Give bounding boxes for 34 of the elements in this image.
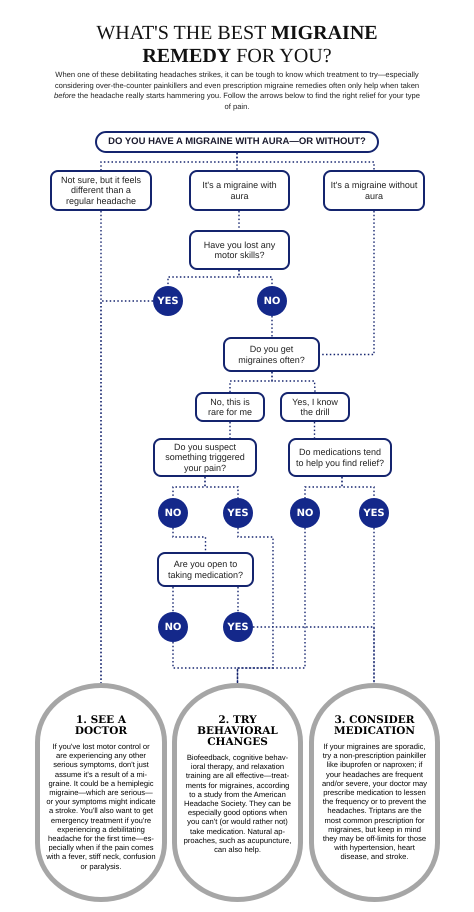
answer-box: No, this is rare for me (195, 392, 265, 422)
dotted-connector (271, 372, 316, 392)
answer-box: Do you suspect something triggered your pain? (153, 438, 257, 477)
result-heading: 1. SEE A DOCTOR (74, 715, 128, 737)
dotted-connector (238, 270, 273, 286)
dotted-connector (172, 642, 238, 683)
answer-box: Have you lost any motor skills? (189, 230, 290, 270)
result-heading: 3. CONSIDER MEDICATION (332, 715, 416, 737)
result-heading: 2. TRY BEHAVIORAL CHANGES (196, 715, 279, 748)
dotted-connector (236, 528, 274, 683)
dotted-connector (373, 528, 375, 683)
dotted-connector (320, 211, 375, 356)
dotted-connector (172, 528, 206, 552)
answer-box: It's a migraine without aura (323, 170, 425, 211)
answer-box: Do you get migraines often? (223, 337, 320, 372)
answer-box: Not sure, but it feels different than a regular headache (50, 170, 152, 211)
answer-box: Do medications tend to help you find relief? (288, 438, 392, 477)
dotted-connector (314, 422, 316, 438)
answer-box: It's a migraine with aura (189, 170, 290, 211)
dotted-connector (237, 587, 239, 612)
dotted-connector (238, 211, 240, 230)
dotted-connector (236, 153, 375, 170)
answer-box: Are you open to taking medication? (157, 552, 254, 587)
dotted-connector (172, 587, 174, 612)
dotted-connector (341, 477, 375, 498)
dotted-connector (253, 626, 375, 683)
dotted-connector (100, 300, 153, 683)
dotted-connector (229, 422, 231, 438)
dotted-connector (204, 477, 239, 498)
dotted-connector (271, 316, 273, 337)
question-box: DO YOU HAVE A MIGRAINE WITH AURA—OR WITHOUT? (95, 131, 379, 153)
dotted-connector (236, 528, 306, 683)
title: WHAT'S THE BEST MIGRAINE REMEDY FOR YOU? (95, 22, 379, 68)
answer-box: Yes, I know the drill (280, 392, 350, 422)
